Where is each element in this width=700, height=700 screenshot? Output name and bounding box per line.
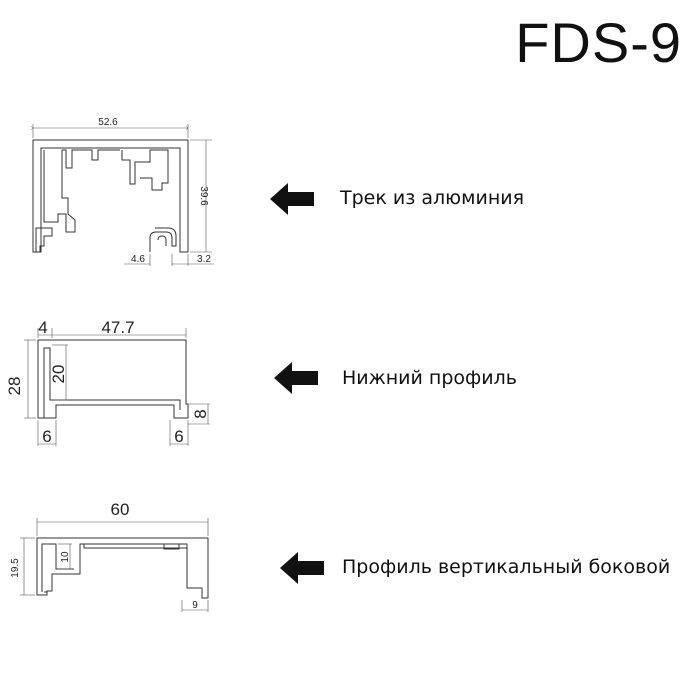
side-height-dim: 19.5 bbox=[10, 558, 21, 578]
side-inner-dim: 10 bbox=[60, 551, 71, 563]
bottom-lip-dim: 8 bbox=[191, 409, 210, 418]
track-width-dim: 52.6 bbox=[98, 117, 118, 128]
bottom-width-dim: 47.7 bbox=[101, 318, 134, 337]
track-profile bbox=[32, 139, 189, 253]
bottom-height-dim: 28 bbox=[5, 377, 24, 396]
arrow-left-icon bbox=[274, 362, 318, 394]
bottom-profile-label: Нижний профиль bbox=[342, 367, 517, 389]
side-dimensions bbox=[20, 518, 209, 612]
bottom-inner-dim: 20 bbox=[49, 365, 68, 384]
track-gap-right-dim: 3.2 bbox=[197, 254, 211, 265]
side-width-dim: 60 bbox=[111, 500, 130, 519]
page-title: FDS-9 bbox=[515, 11, 682, 74]
bottom-foot-right-dim: 6 bbox=[174, 427, 183, 446]
bottom-wall-dim: 4 bbox=[38, 318, 47, 337]
side-foot-dim: 9 bbox=[192, 600, 198, 611]
track-gap-left-dim: 4.6 bbox=[131, 254, 145, 265]
track-height-dim: 39.6 bbox=[198, 186, 209, 206]
bottom-profile bbox=[37, 339, 189, 419]
arrow-left-icon bbox=[270, 183, 314, 215]
bottom-foot-left-dim: 6 bbox=[42, 427, 51, 446]
side-profile-label: Профиль вертикальный боковой bbox=[342, 556, 671, 578]
bottom-dimensions bbox=[24, 328, 210, 446]
track-label: Трек из алюминия bbox=[340, 187, 525, 209]
arrow-left-icon bbox=[280, 552, 324, 584]
side-profile bbox=[36, 537, 209, 599]
track-dimensions bbox=[33, 124, 214, 266]
